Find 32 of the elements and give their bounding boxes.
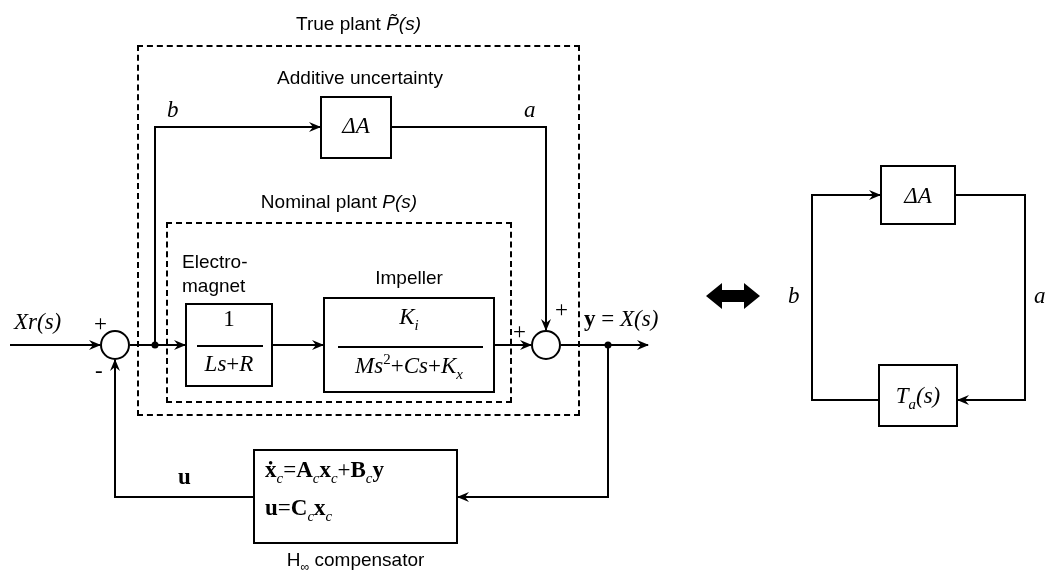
signal-arrow bbox=[457, 344, 609, 502]
signal-arrow bbox=[9, 340, 101, 350]
block-title: Electro- magnet bbox=[182, 250, 249, 298]
sign-label: + bbox=[94, 310, 107, 338]
signal-arrow bbox=[272, 340, 324, 350]
block-symbol: ΔA bbox=[902, 182, 933, 210]
sign-label: + bbox=[555, 296, 568, 324]
equation: ẋ$_{c}$=A$_{c}$x$_{c}$+B$_{c}$y bbox=[264, 456, 385, 484]
signal-arrow bbox=[129, 122, 321, 346]
numerator: 1 bbox=[222, 305, 236, 333]
uncertainty-block bbox=[880, 165, 956, 225]
plant-title: Nominal plant P(s) bbox=[259, 190, 419, 214]
block-symbol: ΔA bbox=[340, 112, 371, 140]
denominator: Ls+R bbox=[203, 350, 255, 378]
equation: u=C$_{c}$x$_{c}$ bbox=[264, 494, 334, 522]
transfer-function-block bbox=[878, 364, 958, 427]
signal-arrow bbox=[494, 340, 532, 350]
summing-junction bbox=[531, 330, 561, 360]
block-caption: H$_{∞}$ compensator bbox=[285, 548, 426, 572]
block-title: Impeller bbox=[374, 266, 444, 290]
block-title: Additive uncertainty bbox=[276, 66, 444, 90]
signal-arrow bbox=[110, 359, 254, 498]
denominator: Ms$^{2}$+Cs+K$_{x}$ bbox=[354, 352, 464, 380]
signal-arrow bbox=[391, 126, 551, 331]
plant-title: True plant P̃(s) bbox=[295, 12, 422, 36]
signal-arrow bbox=[811, 190, 881, 401]
summing-junction bbox=[100, 330, 130, 360]
signal-arrow bbox=[955, 194, 1026, 405]
numerator: K$_{i}$ bbox=[398, 303, 420, 331]
sign-label: + bbox=[513, 318, 526, 346]
block-symbol: T$_{a}$(s) bbox=[894, 382, 942, 410]
sign-label: - bbox=[95, 357, 103, 385]
